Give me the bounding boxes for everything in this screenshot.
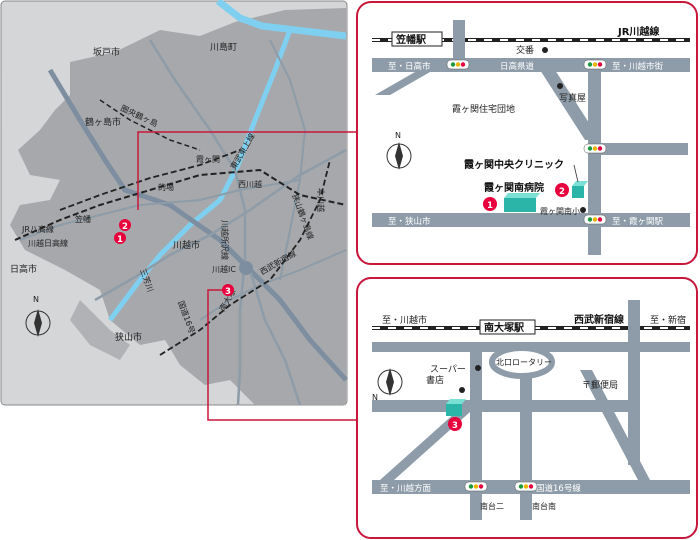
place-kawagoe-ic: 川越IC: [212, 264, 236, 274]
line-seibu-shinjuku: 西武新宿線: [574, 313, 624, 326]
landmark-supermarket: スーパー: [430, 364, 466, 375]
landmark-hospital: 霞ヶ関南病院: [484, 181, 544, 194]
label-kawagoe-tokorozawa: 川越所沢線: [220, 220, 230, 260]
river-main: [108, 29, 293, 322]
rail-tobu: [14, 168, 347, 241]
traffic-light-icon: [464, 481, 488, 492]
marker-2-label: 2: [122, 222, 128, 232]
inset1-map: 笠幡駅 JR川越線 交番 写真屋 霞ヶ関住宅団地 霞ヶ関中央クリニック 霞ヶ関南…: [356, 1, 698, 265]
compass-icon: N: [386, 131, 412, 170]
road-v1: [470, 352, 482, 520]
svg-text:N: N: [395, 131, 401, 140]
road-label-route16: 国道16号線: [536, 483, 581, 494]
city-sayama: 狭山市: [115, 331, 142, 343]
road-label-hidaka-kendo: 日高県道: [500, 61, 535, 72]
road-v2: [520, 352, 532, 520]
road-2: [148, 39, 247, 406]
marker-2-inset: 2: [555, 183, 569, 197]
label-kawagoe-hidaka: 川越日高線: [28, 238, 68, 248]
interchange-icon: [239, 261, 253, 275]
landmark-post-office: 〒郵便局: [582, 379, 618, 391]
marker-3-inset: 3: [448, 417, 462, 431]
marker-1-overview: 1: [114, 232, 126, 245]
rail-north: [99, 99, 201, 151]
road-label-kawagoe-houmen: 至・川越方面: [380, 483, 432, 494]
city-hidaka: 日高市: [10, 263, 37, 275]
label-jr-hachiko: JR八高線: [21, 224, 54, 234]
connector-inset2: [207, 289, 356, 421]
traffic-light-icon: [446, 59, 470, 70]
marker-1-label: 1: [117, 235, 123, 245]
rail-jr: [59, 149, 241, 211]
road-diag3: [380, 412, 470, 480]
marker-3-inset-label: 3: [452, 421, 458, 431]
traffic-light-icon: [514, 481, 538, 492]
place-matoba: 的場: [158, 182, 174, 192]
clinic-building-icon: [572, 181, 588, 198]
station-minami-otsuka: 南大塚駅: [484, 321, 525, 334]
city-kawajima: 川島町: [210, 41, 237, 53]
rail-seibu: [159, 159, 331, 356]
marker-2-inset-label: 2: [559, 187, 565, 197]
compass-icon: N: [25, 295, 51, 337]
hospital-building-icon: [504, 193, 540, 212]
traffic-light-icon: [583, 143, 607, 154]
landmark-koban: 交番: [516, 44, 534, 56]
landmark-minamidai-minami: 南台南: [532, 501, 556, 511]
compass-icon: N: [372, 368, 403, 402]
traffic-light-icon: [583, 59, 607, 70]
road-4: [19, 179, 301, 241]
line-jr-kawagoe: JR川越線: [617, 25, 659, 38]
place-nishikawagoe: 西川越: [238, 179, 262, 189]
landmark-housing: 霞ヶ関住宅団地: [452, 103, 515, 115]
city-sakado: 坂戸市: [93, 46, 120, 58]
landmark-rotary: 北口ロータリー: [496, 358, 552, 367]
road-vertical: [588, 60, 601, 255]
road-label-kawagoe-shi: 至・川越市: [382, 314, 427, 326]
rotary: [489, 345, 555, 379]
river-top: [215, 0, 347, 40]
road-3: [248, 269, 302, 406]
landmark-clinic: 霞ヶ関中央クリニック: [464, 158, 564, 171]
landmark-minamidai-ni: 南台二: [480, 501, 504, 511]
svg-text:N: N: [33, 295, 39, 304]
landmark-school: 霞ヶ関南小: [540, 206, 580, 216]
landmark-bookstore: 書店: [426, 374, 444, 386]
road-diag2: [580, 370, 650, 480]
traffic-light-icon: [583, 214, 607, 225]
svg-text:N: N: [372, 393, 378, 402]
expressway: [47, 68, 348, 382]
road-right: [588, 143, 688, 155]
station-kasahata: 笠幡駅: [395, 33, 427, 46]
inset2-map: 北口ロータリー 南大塚駅 西武新宿線 至・川越市 至・新宿 至・川越方面 国道1…: [356, 277, 698, 539]
road-v3: [628, 300, 640, 465]
road-diag: [540, 70, 600, 140]
city-kawagoe: 川越市: [173, 239, 200, 251]
city-tsurugashima: 鶴ヶ島市: [85, 116, 121, 128]
land-patch: [70, 300, 130, 360]
road-label-shinjuku: 至・新宿: [650, 314, 686, 326]
road-middle: [372, 400, 632, 412]
road-bottom: [372, 213, 690, 227]
road-label-sayama: 至・狭山市: [388, 216, 431, 227]
marker-1-inset-label: 1: [487, 201, 493, 211]
road-label-hidaka: 至・日高市: [388, 61, 431, 72]
road-label-kawagoe: 至・川越市街: [612, 61, 664, 72]
target-building-icon: [446, 399, 466, 416]
road-5: [269, 39, 307, 281]
overview-map: 坂戸市 川島町 鶴ヶ島市 日高市 川越市 狭山市 霞ヶ関 西川越 的場 笠幡 川…: [0, 0, 356, 421]
place-kasumigaseki: 霞ヶ関: [196, 155, 220, 164]
road-station: [453, 20, 465, 72]
label-honkawagoe: 本川越: [316, 188, 326, 212]
landmark-photo-shop: 写真屋: [559, 92, 586, 104]
road-6: [199, 249, 347, 321]
road-label-kasumigaseki: 至・霞ヶ関駅: [612, 217, 664, 227]
marker-1-inset: 1: [483, 197, 497, 211]
connector-inset1: [137, 131, 356, 210]
marker-3-overview: 3: [222, 284, 234, 297]
marker-3-label: 3: [225, 287, 231, 297]
place-kasahata: 笠幡: [75, 214, 91, 224]
marker-2-overview: 2: [119, 219, 131, 232]
